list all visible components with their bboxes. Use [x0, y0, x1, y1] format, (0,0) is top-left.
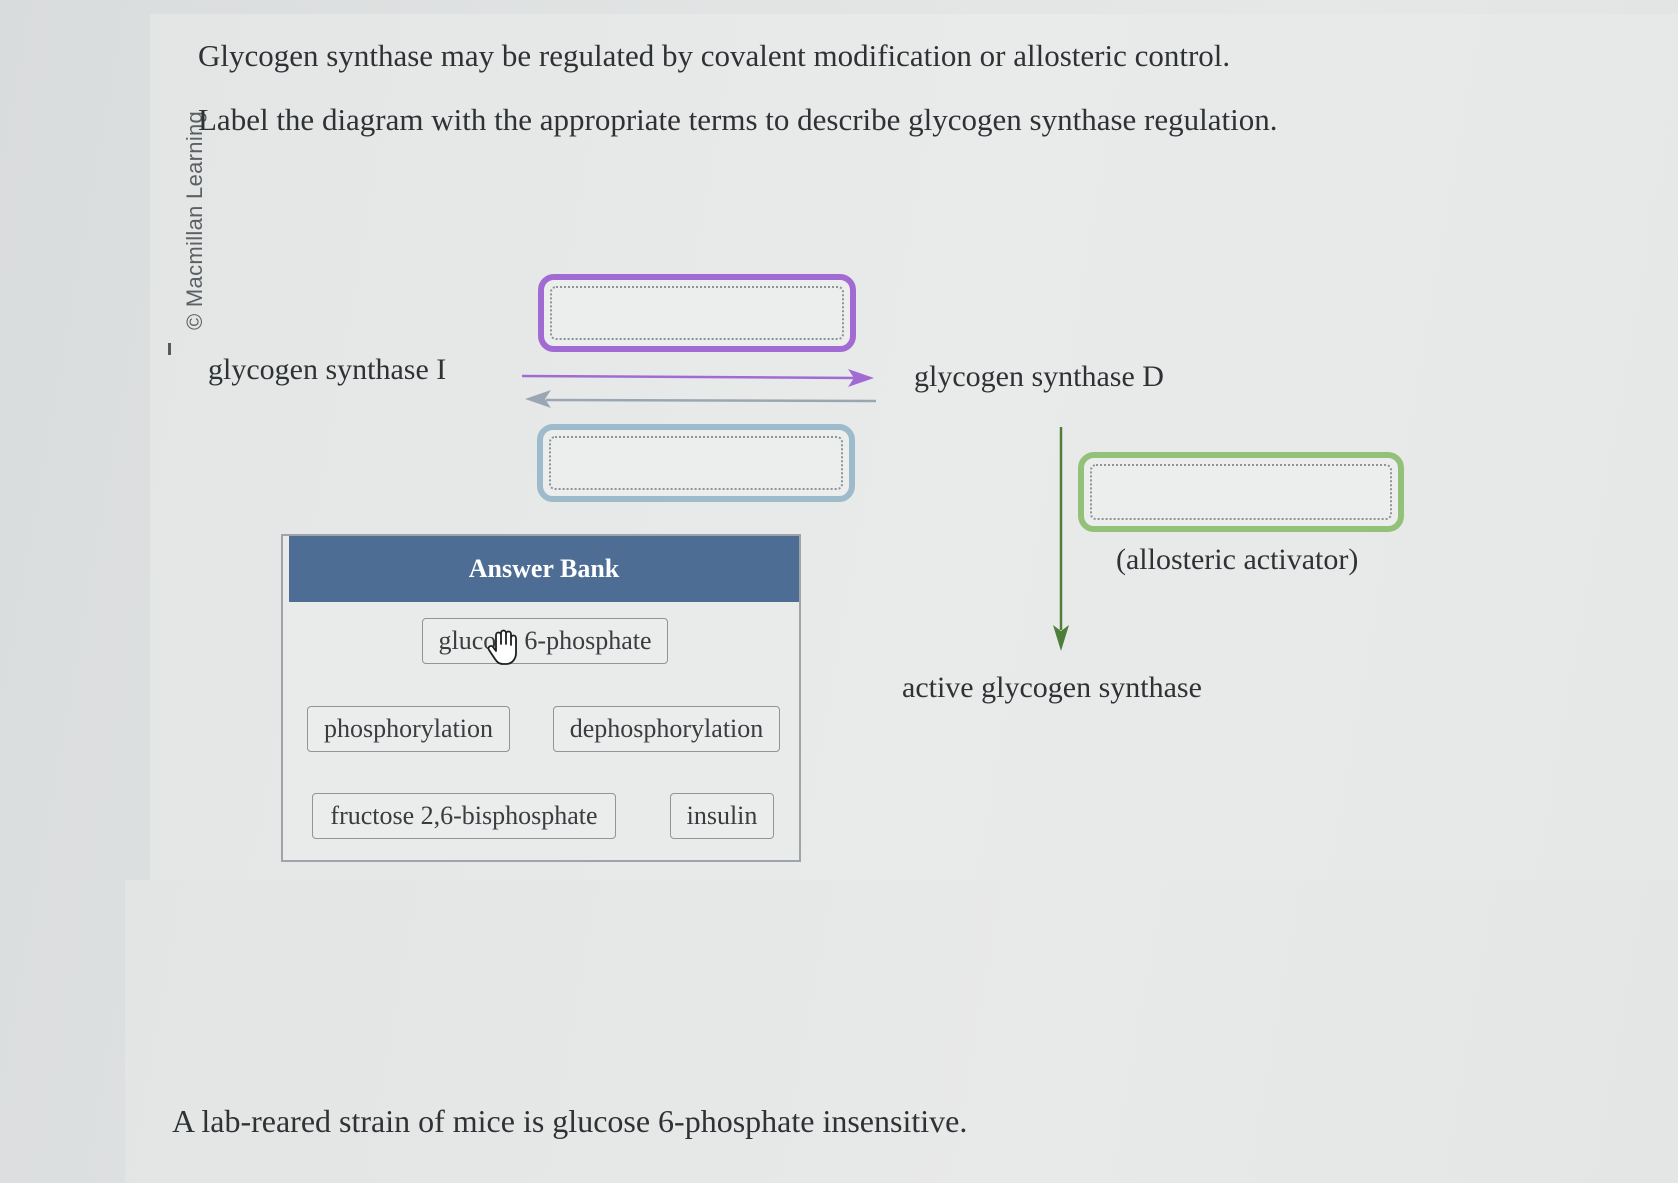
follow-up-statement: A lab-reared strain of mice is glucose 6…	[172, 1103, 968, 1139]
glycogen-synthase-d-label: glycogen synthase D	[914, 360, 1164, 393]
answer-chip-dephosphorylation[interactable]: dephosphorylation	[553, 706, 780, 752]
drop-target-forward[interactable]	[538, 274, 856, 352]
content-panel-lower	[125, 880, 1678, 1183]
answer-chip-phosphorylation[interactable]: phosphorylation	[307, 706, 510, 752]
answer-chip-fructose-2-6-bisphosphate[interactable]: fructose 2,6-bisphosphate	[312, 793, 616, 839]
copyright-text: © Macmillan Learning	[182, 110, 207, 330]
copyright-mark	[168, 343, 171, 355]
glycogen-synthase-i-label: glycogen synthase I	[208, 353, 447, 386]
question-line-2: Label the diagram with the appropriate t…	[198, 102, 1278, 137]
active-glycogen-synthase-label: active glycogen synthase	[902, 671, 1202, 704]
hand-pointer-icon	[487, 629, 517, 665]
question-line-1: Glycogen synthase may be regulated by co…	[198, 38, 1231, 73]
answer-bank: Answer Bank glucose 6-phosphate phosphor…	[281, 534, 801, 862]
answer-chip-glucose-6-phosphate[interactable]: glucose 6-phosphate	[422, 618, 668, 664]
answer-chip-insulin[interactable]: insulin	[670, 793, 774, 839]
answer-bank-header: Answer Bank	[289, 536, 799, 602]
drop-target-reverse[interactable]	[537, 424, 855, 502]
allosteric-activator-label: (allosteric activator)	[1116, 543, 1359, 576]
drop-target-allosteric[interactable]	[1078, 452, 1404, 532]
